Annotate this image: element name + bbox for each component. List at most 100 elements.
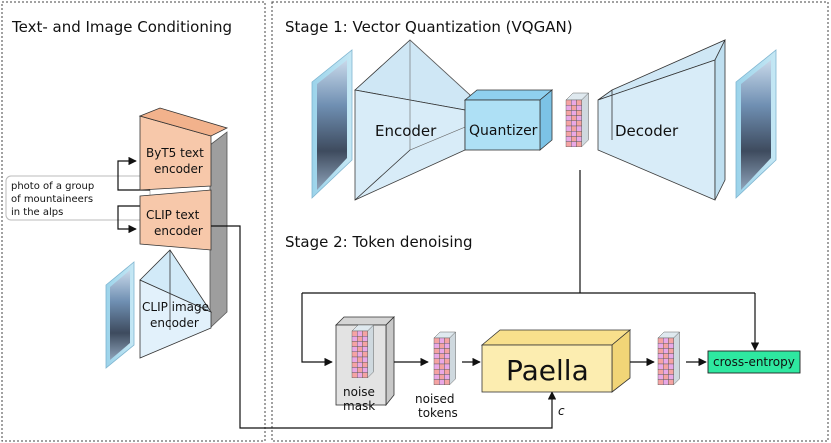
token-cell (362, 356, 368, 363)
token-cell (439, 348, 445, 354)
token-cell (571, 130, 577, 137)
token-cell (657, 358, 664, 365)
token-cell (362, 336, 368, 342)
token-cell (433, 374, 440, 380)
token-cell (668, 374, 674, 380)
token-cell (357, 336, 363, 342)
vqgan-decoder: Decoder (597, 39, 726, 201)
token-grid-side (581, 92, 589, 148)
token-cell (357, 341, 363, 347)
token-cell (663, 379, 669, 386)
token-cell (439, 369, 445, 375)
token-cell (571, 141, 577, 148)
token-cell (657, 337, 664, 344)
token-cell (663, 343, 669, 349)
text-prompt: photo of a group of mountaineers in the … (5, 175, 151, 221)
token-cell (663, 374, 669, 380)
token-cell (657, 343, 664, 349)
token-cell (357, 330, 363, 337)
token-cell (657, 348, 664, 354)
vqgan-input-image (311, 49, 353, 199)
noise-mask-label-2: mask (343, 399, 375, 413)
token-cell (576, 110, 582, 116)
clip-image-encoder: CLIP image encoder (139, 249, 213, 359)
token-cell (433, 363, 440, 370)
token-cell (576, 115, 582, 121)
encoder-label: Encoder (375, 122, 437, 140)
token-cell (433, 348, 440, 354)
noised-token-grid (433, 331, 457, 386)
vqgan-panel (271, 1, 829, 442)
token-cell (663, 348, 669, 354)
clip-input-image (105, 261, 135, 369)
token-cell (657, 369, 664, 375)
token-cell (571, 120, 577, 127)
paella-model: Paella (480, 329, 632, 393)
token-cell (433, 379, 440, 386)
token-cell (571, 136, 577, 142)
token-cell (668, 379, 674, 386)
byt5-label-1: ByT5 text (146, 146, 204, 160)
token-cell (439, 379, 445, 386)
clip-text-encoder: CLIP text encoder (139, 189, 212, 251)
token-cell (657, 363, 664, 370)
clip-image-label-2: encoder (150, 316, 199, 330)
token-cell (362, 351, 368, 358)
token-cell (444, 358, 450, 365)
token-cell (565, 141, 572, 148)
token-grid-side (673, 331, 680, 386)
token-cell (565, 115, 572, 121)
quantized-token-grid (565, 92, 590, 148)
token-cell (357, 367, 363, 373)
token-cell (439, 374, 445, 380)
token-cell (351, 341, 358, 347)
token-cell (444, 337, 450, 344)
vqgan-encoder: Encoder (354, 39, 471, 201)
token-cell (565, 125, 572, 132)
condition-symbol: c (558, 404, 565, 418)
token-cell (571, 110, 577, 116)
token-cell (362, 341, 368, 347)
token-cell (576, 99, 582, 106)
token-cell (362, 372, 368, 379)
prompt-line-2: of mountaineers (11, 194, 93, 205)
token-cell (433, 337, 440, 344)
predicted-token-grid (657, 331, 681, 386)
token-cell (351, 372, 358, 379)
token-cell (439, 363, 445, 370)
stage1-title: Stage 1: Vector Quantization (VQGAN) (285, 18, 573, 36)
token-cell (351, 367, 358, 373)
token-cell (444, 369, 450, 375)
token-cell (571, 104, 577, 111)
token-cell (351, 356, 358, 363)
token-cell (576, 136, 582, 142)
token-cell (663, 337, 669, 344)
token-cell (351, 362, 358, 368)
token-cell (571, 99, 577, 106)
token-cell (668, 358, 674, 365)
token-cell (576, 130, 582, 137)
token-cell (565, 120, 572, 127)
clip-image-label-1: CLIP image (142, 300, 209, 314)
token-cell (357, 351, 363, 358)
token-cell (571, 125, 577, 132)
token-cell (439, 353, 445, 360)
prompt-line-3: in the alps (11, 207, 63, 218)
token-cell (351, 351, 358, 358)
token-cell (433, 369, 440, 375)
token-cell (433, 353, 440, 360)
token-cell (362, 346, 368, 353)
token-cell (663, 369, 669, 375)
conditioning-concat-bar (209, 131, 228, 329)
token-grid-side (449, 331, 456, 386)
decoder-label: Decoder (615, 122, 679, 140)
noise-mask-token-grid (351, 324, 375, 379)
token-cell (362, 330, 368, 337)
token-cell (439, 358, 445, 365)
token-cell (663, 358, 669, 365)
token-grid-side (367, 324, 374, 379)
prompt-to-byt5-arrow (117, 156, 150, 191)
noised-tokens-label-1: noised (415, 392, 455, 406)
byt5-label-2: encoder (154, 162, 203, 176)
token-cell (439, 343, 445, 349)
